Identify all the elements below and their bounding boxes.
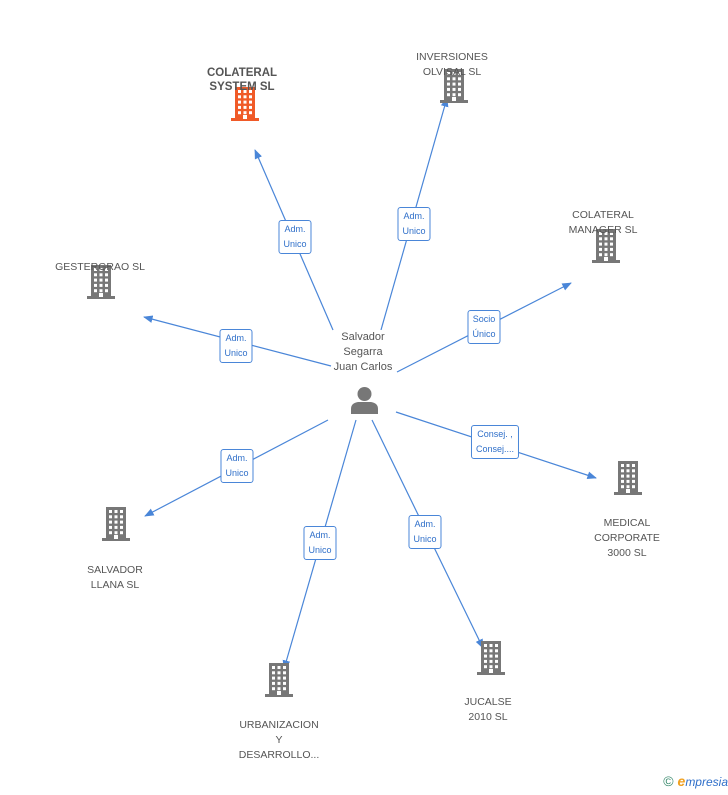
relation-label-salvador-llana[interactable]: Adm. Unico xyxy=(220,449,254,483)
building-icon[interactable] xyxy=(230,87,260,126)
company-name-jucalse[interactable]: JUCALSE 2010 SL xyxy=(464,696,512,723)
company-name-medical-corporate[interactable]: MEDICAL CORPORATE 3000 SL xyxy=(594,517,660,559)
brand-logo-text: mpresia xyxy=(685,775,728,789)
relation-label-medical-corporate[interactable]: Consej. , Consej.... xyxy=(470,425,520,459)
building-icon[interactable] xyxy=(613,461,643,500)
company-name-colateral-system[interactable]: COLATERAL SYSTEM SL xyxy=(206,67,278,93)
company-name-salvador-llana[interactable]: SALVADOR LLANA SL xyxy=(87,564,143,591)
relation-label-inversiones-olvisal[interactable]: Adm. Unico xyxy=(397,207,431,241)
copyright-icon: © xyxy=(663,773,674,789)
building-icon[interactable] xyxy=(101,507,131,546)
company-name-inversiones-olvisal[interactable]: INVERSIONES OLVISAL SL xyxy=(416,51,488,78)
relation-label-urbanizacion[interactable]: Adm. Unico xyxy=(303,526,337,560)
person-icon[interactable] xyxy=(350,386,379,419)
brand-logo-initial: e xyxy=(677,773,686,789)
relation-label-colateral-system[interactable]: Adm. Unico xyxy=(278,220,312,254)
footer-brand: ©empresia xyxy=(663,773,728,789)
relation-label-gestergrao[interactable]: Adm. Unico xyxy=(219,329,253,363)
center-person-name[interactable]: Salvador Segarra Juan Carlos xyxy=(333,330,393,375)
building-icon[interactable] xyxy=(591,229,621,268)
company-name-colateral-manager[interactable]: COLATERAL MANAGER SL xyxy=(568,209,638,236)
edges-layer xyxy=(143,97,597,670)
relation-label-jucalse[interactable]: Adm. Unico xyxy=(408,515,442,549)
relation-label-colateral-manager[interactable]: Socio Único xyxy=(467,310,501,344)
company-name-urbanizacion[interactable]: URBANIZACION Y DESARROLLO... xyxy=(238,719,320,761)
building-icon[interactable] xyxy=(439,69,469,108)
building-icon[interactable] xyxy=(264,663,294,702)
company-name-gestergrao[interactable]: GESTERGRAO SL xyxy=(55,261,145,273)
building-icon[interactable] xyxy=(86,265,116,304)
building-icon[interactable] xyxy=(476,641,506,680)
